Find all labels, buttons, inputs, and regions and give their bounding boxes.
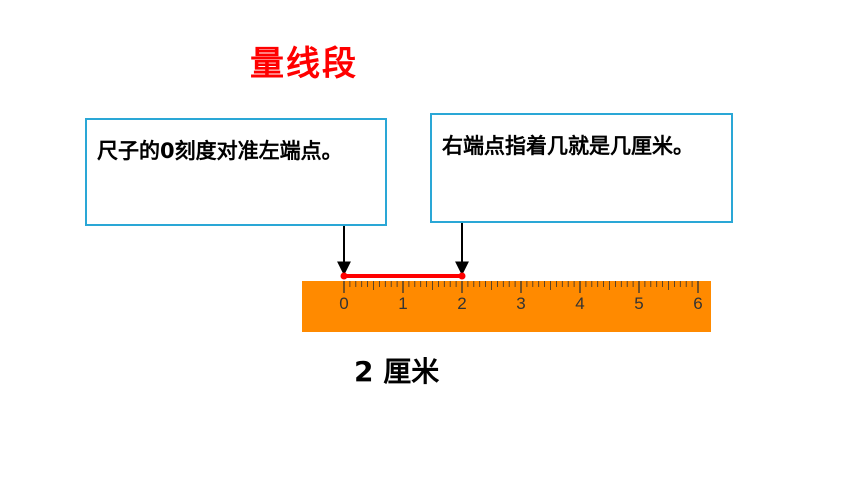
ruler-label-4: 4 [575, 294, 584, 313]
callout-left-endpoint: 尺子的0刻度对准左端点。 [85, 118, 387, 226]
ruler-label-6: 6 [693, 294, 702, 313]
callout-right-endpoint: 右端点指着几就是几厘米。 [430, 113, 733, 223]
ruler-label-2: 2 [457, 294, 466, 313]
callout-right-text: 右端点指着几就是几厘米。 [442, 134, 694, 158]
ruler-ticks [343, 281, 699, 293]
callout-left-text: 尺子的0刻度对准左端点。 [97, 139, 343, 163]
result-length: 2 厘米 [354, 355, 440, 388]
ruler-label-1: 1 [398, 294, 407, 313]
ruler-body [302, 281, 711, 332]
ruler-label-0: 0 [339, 294, 348, 313]
ruler-label-5: 5 [634, 294, 643, 313]
ruler-labels: 0 1 2 3 4 5 6 [339, 294, 702, 313]
page-title: 量线段 [250, 44, 358, 84]
segment-left-endpoint [340, 272, 348, 280]
segment-right-endpoint [458, 272, 466, 280]
ruler-label-3: 3 [516, 294, 525, 313]
